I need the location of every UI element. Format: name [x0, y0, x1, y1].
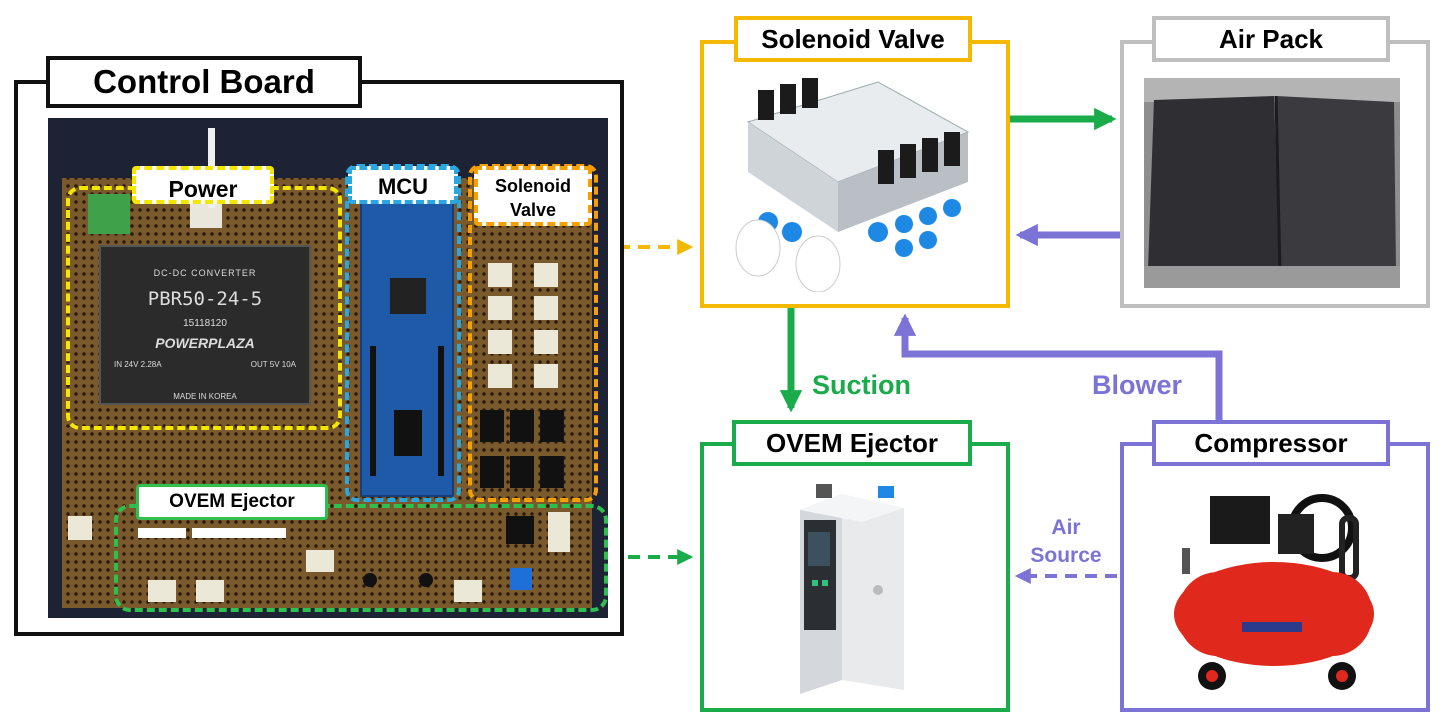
suction-label: Suction: [812, 370, 911, 400]
mcu-region-label: MCU: [348, 166, 458, 204]
solenoid-region-label-line2: Valve: [509, 200, 557, 220]
air-pack-image: [1144, 78, 1400, 288]
air-pack-illustration: [1144, 78, 1400, 288]
converter-in-spec: IN 24V 2.28A: [114, 360, 162, 369]
power-region-outline: [66, 186, 342, 430]
compressor-frame: [1120, 442, 1430, 712]
converter-brand: POWERPLAZA: [155, 335, 255, 351]
ovem-region-label: OVEM Ejector: [136, 484, 328, 520]
ovem-ejector-illustration: [800, 484, 904, 694]
ovem-ejector-title: OVEM Ejector: [732, 420, 972, 466]
control-board-title: Control Board: [46, 56, 362, 108]
solenoid-valve-title: Solenoid Valve: [734, 16, 972, 62]
ovem-ejector-image: [782, 480, 922, 702]
air-source-line1: Air: [1051, 516, 1081, 539]
solenoid-region-label-line1: Solenoid: [495, 176, 571, 196]
compressor-image: [1170, 490, 1380, 692]
air-pack-title: Air Pack: [1152, 16, 1390, 62]
converter-out-spec: OUT 5V 10A: [250, 360, 296, 369]
blower-label: Blower: [1092, 370, 1183, 400]
air-source-label: Air Source: [1024, 514, 1108, 570]
solenoid-valve-image: [728, 72, 980, 292]
converter-type: DC-DC CONVERTER: [153, 268, 257, 278]
compressor-title: Compressor: [1152, 420, 1390, 466]
compressor-illustration: [1174, 494, 1374, 690]
solenoid-valve-illustration: [735, 78, 970, 292]
air-source-line2: Source: [1030, 544, 1102, 567]
arrow-blower: [893, 313, 1223, 420]
converter-made-in: MADE IN KOREA: [173, 392, 237, 401]
converter-serial: 15118120: [183, 318, 227, 329]
power-region-label: Power: [132, 166, 274, 204]
mcu-region-outline: [345, 164, 461, 502]
solenoid-region-label: Solenoid Valve: [474, 166, 592, 226]
converter-model: PBR50-24-5: [147, 288, 263, 310]
converter-label-block: DC-DC CONVERTER PBR50-24-5 15118120 POWE…: [100, 250, 310, 401]
ovem-region-outline: [114, 504, 608, 612]
